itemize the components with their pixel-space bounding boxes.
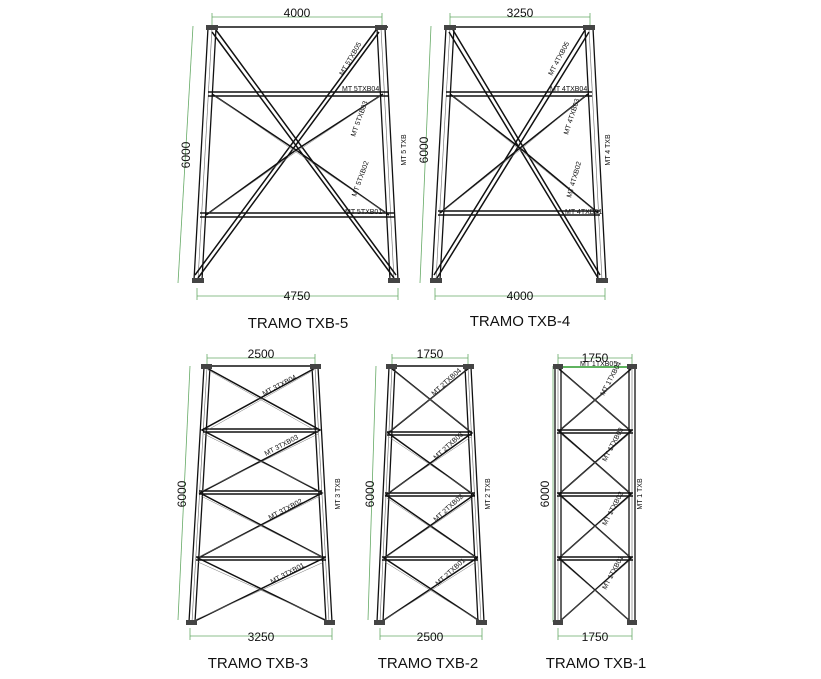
member-label: MT 2TXB04 — [431, 367, 463, 397]
member-label: MT 3TXB01 — [270, 562, 306, 586]
height-dimension: 6000 — [179, 141, 193, 168]
member-label: MT 5TXB04 — [342, 86, 379, 93]
member-label: MT 5TXB02 — [351, 160, 370, 197]
leg-label: MT 1 TXB — [637, 478, 644, 510]
member-label: MT 2TXB01 — [435, 557, 467, 587]
bottom-dimension: 3250 — [248, 630, 275, 644]
height-dimension: 6000 — [175, 480, 189, 507]
tower-txb-4: 3250 4000 6000 MT 4 TXB MT 4TXB05 MT 4TX… — [417, 6, 612, 330]
top-dimension: 1750 — [417, 347, 444, 361]
member-label: MT 3TXB04 — [262, 374, 298, 398]
tower-txb-5: 4000 4750 6000 MT 5 TXB MT 5TXB05 MT 5TX… — [177, 6, 408, 332]
member-label: MT 3TXB02 — [268, 498, 304, 522]
member-label: MT 5TXB03 — [350, 100, 369, 137]
tower-title: TRAMO TXB-4 — [470, 313, 571, 330]
top-dimension: 4000 — [284, 6, 311, 20]
tower-title: TRAMO TXB-5 — [248, 315, 349, 332]
member-label: MT 3TXB03 — [264, 434, 300, 458]
member-label: MT 1TXB03 — [602, 427, 626, 463]
member-label: MT 1TXB05 — [580, 361, 617, 368]
top-dimension: 1750 — [582, 351, 609, 365]
height-dimension: 6000 — [417, 136, 431, 163]
leg-label: MT 2 TXB — [485, 478, 492, 510]
height-dimension: 6000 — [363, 480, 377, 507]
member-label: MT 4TXB03 — [563, 98, 581, 136]
bottom-dimension: 4750 — [284, 289, 311, 303]
member-label: MT 2TXB03 — [433, 431, 465, 461]
height-dimension: 6000 — [538, 480, 552, 507]
bottom-dimension: 2500 — [417, 630, 444, 644]
member-label: MT 4TXB04 — [550, 86, 587, 93]
tower-title: TRAMO TXB-2 — [378, 655, 479, 672]
tower-txb-1: 1750 1750 6000 MT 1 TXB MT 1TXB05 MT 1TX… — [538, 351, 646, 672]
member-label: MT 5TXB01 — [345, 209, 382, 216]
bottom-dimension: 1750 — [582, 630, 609, 644]
top-dimension: 3250 — [507, 6, 534, 20]
bottom-dimension: 4000 — [507, 289, 534, 303]
tower-title: TRAMO TXB-1 — [546, 655, 647, 672]
tower-txb-3: 2500 3250 6000 MT 3 TXB MT 3TXB04 MT 3TX… — [175, 347, 342, 672]
tower-title: TRAMO TXB-3 — [208, 655, 309, 672]
leg-label: MT 3 TXB — [335, 478, 342, 510]
leg-label: MT 5 TXB — [401, 134, 408, 166]
tower-txb-2: 1750 2500 6000 MT 2 TXB MT 2TXB04 MT 2TX… — [363, 347, 492, 672]
member-label: MT 4TXB01 — [565, 209, 602, 216]
top-dimension: 2500 — [248, 347, 275, 361]
leg-label: MT 4 TXB — [605, 134, 612, 166]
member-label: MT 2TXB02 — [433, 493, 465, 523]
